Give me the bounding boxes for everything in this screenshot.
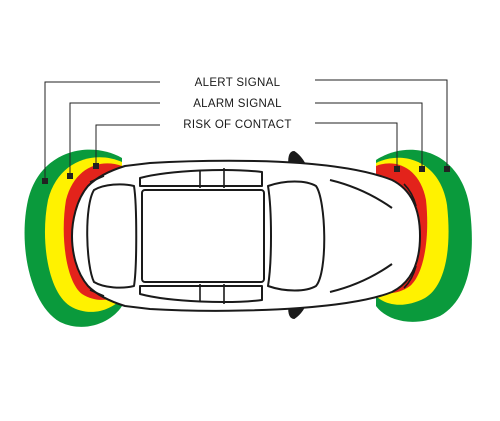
marker-alarm-left	[67, 173, 73, 179]
marker-risk-left	[93, 163, 99, 169]
label-alarm-signal: ALARM SIGNAL	[193, 98, 282, 110]
door-lines	[199, 168, 225, 304]
leader-alarm-left	[69, 102, 160, 175]
bonnet-line	[329, 179, 393, 293]
headlamps	[403, 183, 417, 289]
roof	[141, 189, 265, 283]
rear-lamps	[89, 175, 105, 297]
side-window-bottom	[139, 285, 263, 303]
rear-window	[86, 183, 138, 289]
marker-alert-left	[42, 178, 48, 184]
sensor-markers	[42, 163, 450, 184]
marker-alert-right	[444, 166, 450, 172]
leader-risk-right	[315, 122, 398, 168]
leader-alert-left	[44, 81, 160, 180]
windshield	[267, 180, 326, 292]
side-window-top	[139, 169, 263, 187]
label-alert-signal: ALERT SIGNAL	[194, 77, 281, 89]
leader-alert-right	[315, 79, 448, 168]
marker-alarm-right	[419, 166, 425, 172]
marker-risk-right	[394, 166, 400, 172]
leader-lines	[44, 79, 448, 180]
car-top-view-icon	[71, 151, 421, 319]
leader-risk-left	[95, 124, 160, 165]
leader-alarm-right	[315, 102, 423, 168]
label-risk-of-contact: RISK OF CONTACT	[183, 119, 292, 131]
